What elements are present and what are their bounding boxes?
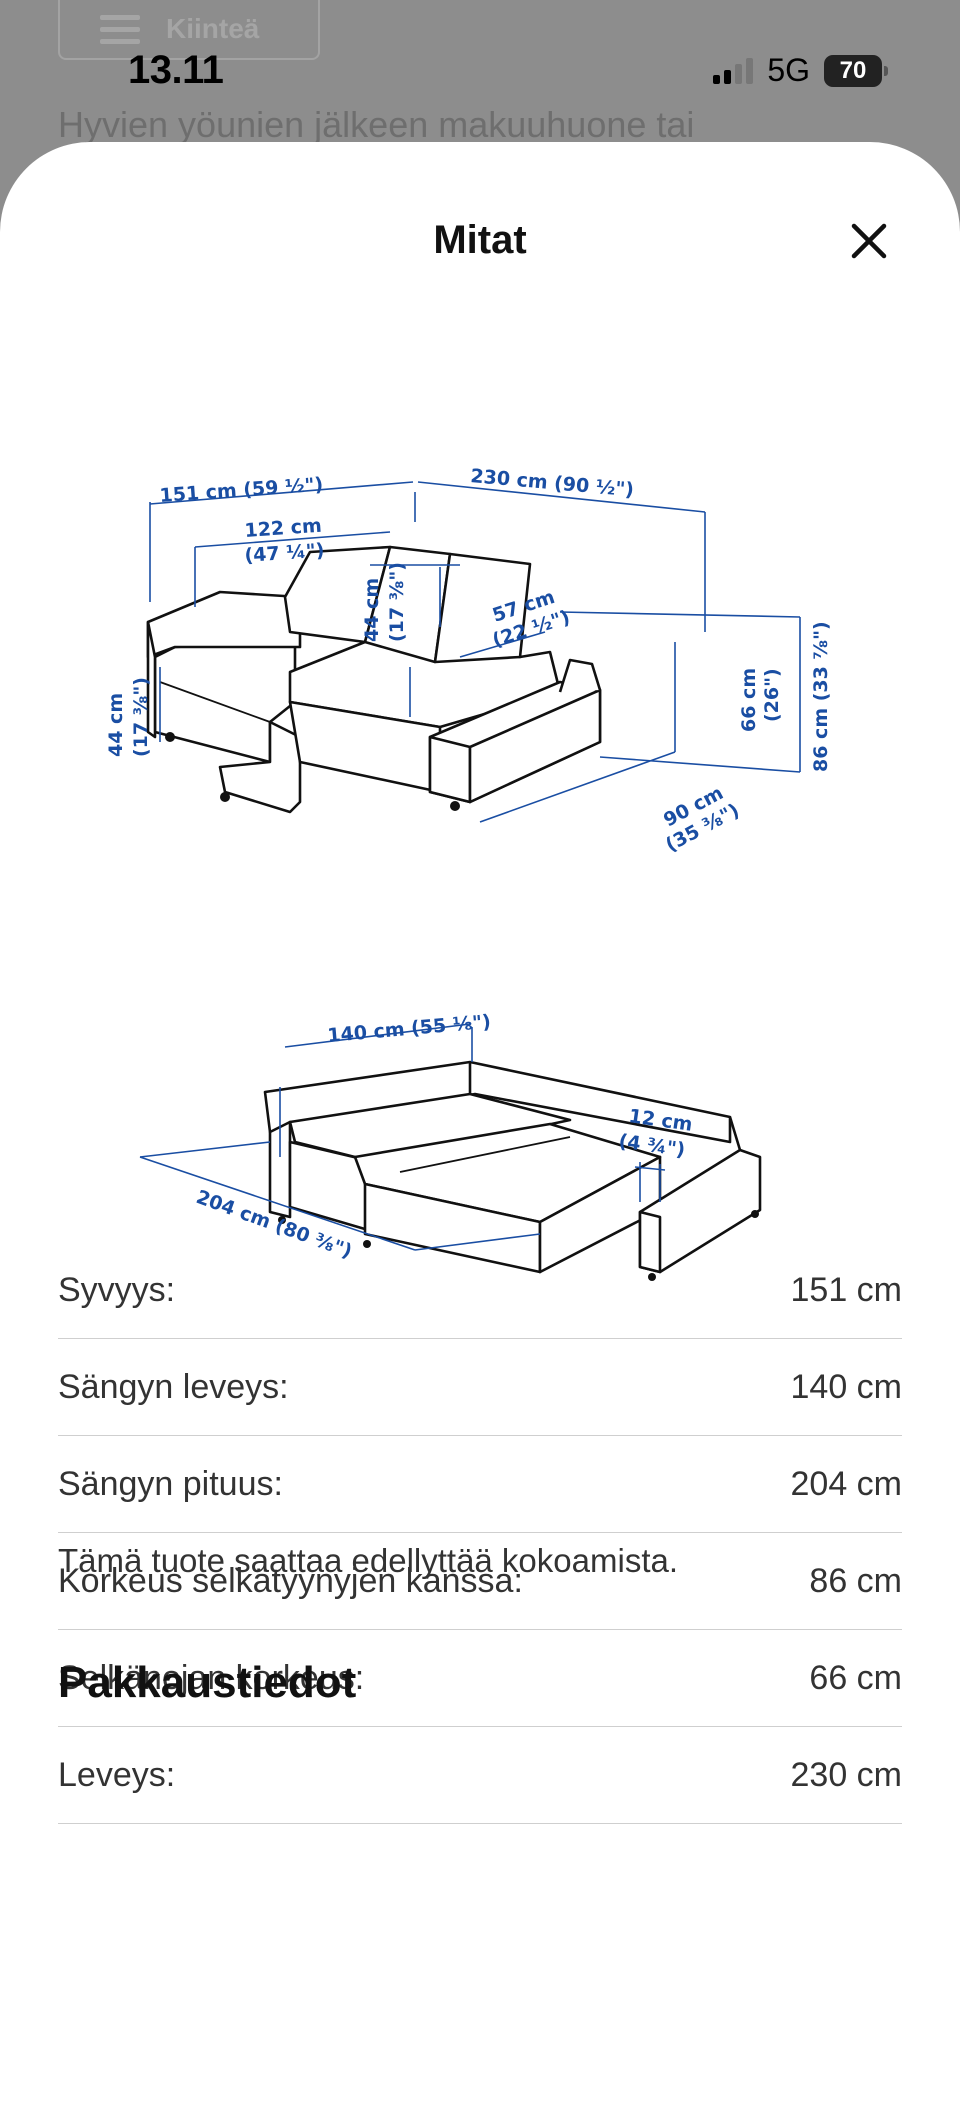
- label-back-inner-in: (17 ⅜"): [386, 562, 408, 642]
- close-icon: [851, 223, 887, 259]
- spec-value: 230 cm: [790, 1755, 903, 1794]
- label-seat-height-cm: 44 cm: [105, 693, 127, 757]
- label-back-height-in: (26"): [761, 668, 783, 722]
- spec-value: 140 cm: [790, 1367, 903, 1406]
- filter-label: Kiinteä: [166, 13, 260, 44]
- spec-label: Leveys:: [58, 1755, 176, 1794]
- spec-label: Korkeus selkätyynyjen kanssa:: [58, 1561, 523, 1600]
- dimension-lines-top: [149, 481, 801, 823]
- spec-row: Selkänojan korkeus: 66 cm: [58, 1630, 902, 1727]
- spec-label: Sängyn leveys:: [58, 1367, 289, 1406]
- label-chaise-depth-cm: 122 cm: [244, 515, 323, 542]
- label-back-inner-cm: 44 cm: [361, 578, 383, 642]
- battery-level: 70: [839, 56, 867, 84]
- label-seat-height-in: (17 ⅜"): [130, 677, 152, 757]
- spec-row: Syvyys: 151 cm: [58, 1242, 902, 1339]
- label-depth: 151 cm (59 ½"): [159, 474, 324, 507]
- battery-icon: 70: [824, 54, 888, 87]
- status-indicators: 5G 70: [713, 52, 888, 89]
- sofa-drawing: [146, 545, 602, 814]
- sheet-title: Mitat: [433, 218, 527, 262]
- filter-button: Kiinteä: [58, 0, 320, 60]
- spec-row: Sängyn pituus: 204 cm: [58, 1436, 902, 1533]
- signal-icon: [713, 57, 754, 84]
- spec-label: Selkänojan korkeus:: [58, 1658, 365, 1697]
- close-button[interactable]: [844, 216, 894, 266]
- status-time: 13.11: [128, 48, 224, 92]
- spec-row: Korkeus selkätyynyjen kanssa: 86 cm: [58, 1533, 902, 1630]
- spec-value: 86 cm: [809, 1561, 902, 1600]
- label-total-height: 86 cm (33 ⅞"): [810, 621, 832, 772]
- menu-icon: [100, 9, 140, 49]
- dimensions-list: Syvyys: 151 cm Sängyn leveys: 140 cm Sän…: [58, 1242, 902, 1824]
- dimension-lines-bottom: [139, 1023, 666, 1251]
- network-type: 5G: [767, 52, 810, 88]
- spec-label: Syvyys:: [58, 1270, 176, 1309]
- label-back-height-cm: 66 cm: [738, 668, 760, 732]
- spec-value: 66 cm: [809, 1658, 902, 1697]
- spec-value: 204 cm: [790, 1464, 903, 1503]
- background-text: Hyvien yöunien jälkeen makuuhuone tai: [58, 104, 695, 145]
- spec-label: Sängyn pituus:: [58, 1464, 283, 1503]
- dimension-diagram: 151 cm (59 ½") 230 cm (90 ½") 122 cm (47…: [105, 465, 832, 1281]
- section-title-packaging[interactable]: Pakkaustiedot: [58, 1658, 357, 1707]
- assembly-note: Tämä tuote saattaa edellyttää kokoamista…: [58, 1542, 679, 1579]
- dimensions-sheet: Mitat: [0, 142, 960, 2102]
- spec-value: 151 cm: [790, 1270, 903, 1309]
- spec-row: Sängyn leveys: 140 cm: [58, 1339, 902, 1436]
- spec-row: Leveys: 230 cm: [58, 1727, 902, 1824]
- label-bed-width: 140 cm (55 ⅛"): [327, 1011, 492, 1047]
- sofa-bed-drawing: [263, 1060, 762, 1281]
